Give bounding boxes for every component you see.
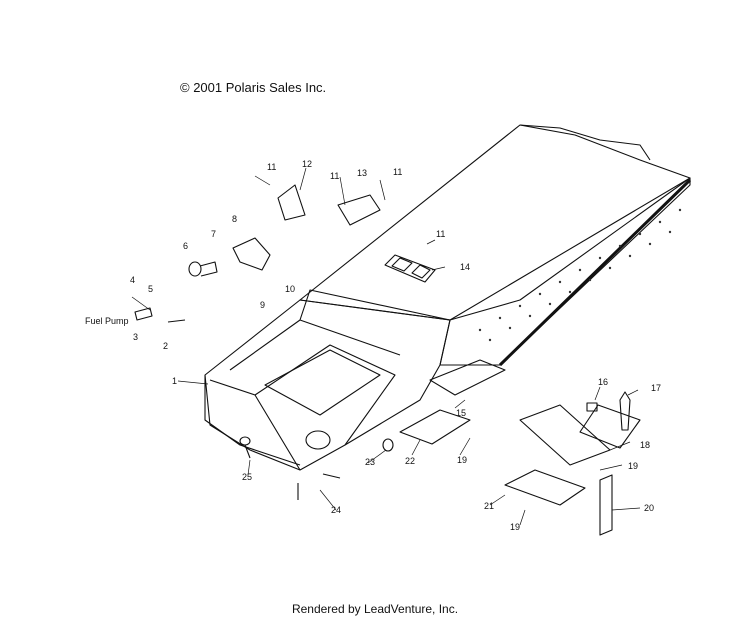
fuel-pump-fitting: [134, 307, 153, 321]
bulkhead-opening: [264, 349, 381, 416]
fuel-pump-label: Fuel Pump: [85, 316, 129, 326]
part-22-shield: [399, 409, 471, 445]
callout-17: 17: [651, 383, 661, 393]
callout-2: 2: [163, 341, 168, 351]
part-20-strap: [599, 474, 613, 536]
callout-19c: 19: [510, 522, 520, 532]
part-17-handle: [619, 391, 631, 431]
callout-14: 14: [460, 262, 470, 272]
part-18-bracket: [519, 404, 611, 466]
part-15-bracket: [429, 359, 506, 396]
bulkhead-hole: [305, 430, 331, 450]
callout-4: 4: [130, 275, 135, 285]
part-8-bracket: [232, 237, 271, 271]
callout-11c: 11: [393, 167, 402, 177]
callout-15: 15: [456, 408, 466, 418]
part-21-bracket: [504, 469, 586, 506]
copyright-notice: © 2001 Polaris Sales Inc.: [180, 80, 327, 95]
callout-12: 12: [302, 159, 312, 169]
callout-8: 8: [232, 214, 237, 224]
callout-11a: 11: [267, 162, 276, 172]
chassis-drawing: [134, 124, 692, 536]
callout-11d: 11: [436, 229, 445, 239]
tunnel-top-deck: [299, 124, 691, 321]
callout-1: 1: [172, 376, 177, 386]
front-bumper: [204, 375, 301, 466]
callout-19b: 19: [628, 461, 638, 471]
tunnel-side-panel: [439, 177, 691, 366]
callout-20: 20: [644, 503, 654, 513]
callout-10: 10: [285, 284, 295, 294]
rivet-pattern: [478, 208, 682, 342]
part-23-bushing: [382, 438, 394, 452]
part-14-plate: [384, 254, 436, 283]
callout-25: 25: [242, 472, 252, 482]
callout-9: 9: [260, 300, 265, 310]
callout-13: 13: [357, 168, 367, 178]
callout-18: 18: [640, 440, 650, 450]
part-25-fastener: [244, 444, 251, 459]
callout-labels: 1 2 3 4 5 6 7 8 9 10 11 11 11 11 12 13 1…: [85, 159, 661, 532]
part-12-bracket: [277, 184, 306, 221]
callout-21: 21: [484, 501, 494, 511]
leader-lines: [131, 167, 641, 526]
part-24-bolts: [297, 473, 341, 500]
callout-22: 22: [405, 456, 415, 466]
callout-3: 3: [133, 332, 138, 342]
callout-5: 5: [148, 284, 153, 294]
callout-6: 6: [183, 241, 188, 251]
callout-19a: 19: [457, 455, 467, 465]
rendered-by-footer: Rendered by LeadVenture, Inc.: [291, 602, 459, 616]
callout-24: 24: [331, 505, 341, 515]
part-13-bracket: [337, 194, 381, 226]
callout-23: 23: [365, 457, 375, 467]
callout-16: 16: [598, 377, 608, 387]
part-16-block: [586, 402, 598, 412]
callout-7: 7: [211, 229, 216, 239]
callout-11b: 11: [330, 171, 339, 181]
tunnel-rail: [498, 178, 692, 367]
part-6-bolt: [188, 261, 202, 277]
